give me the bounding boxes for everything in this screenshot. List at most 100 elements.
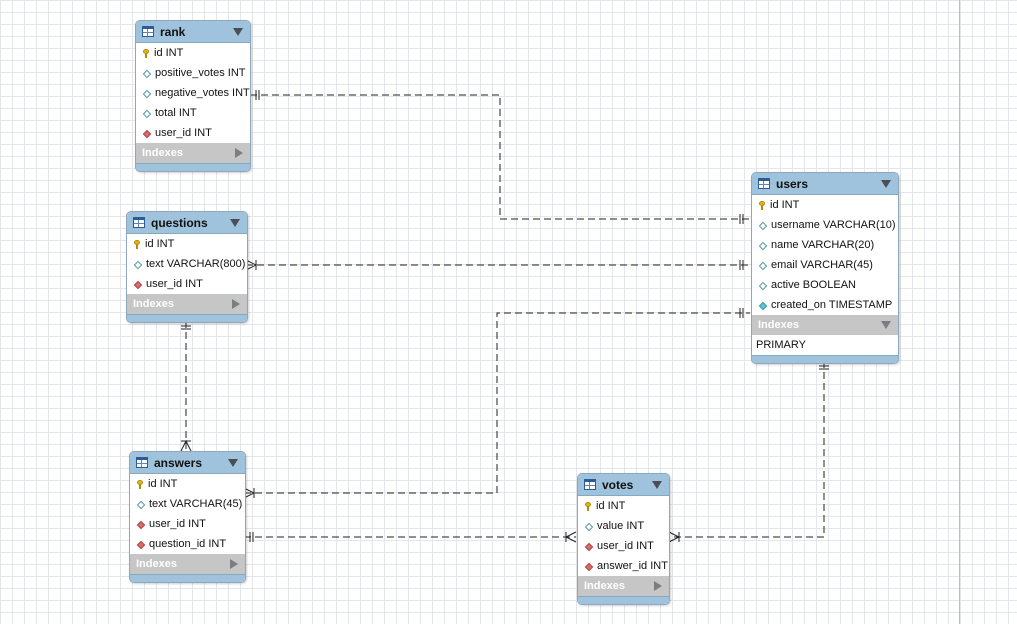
primary-key-icon (584, 502, 592, 511)
entity-footer (578, 596, 669, 604)
column-row[interactable]: id INT (136, 43, 250, 63)
column-label: user_id INT (155, 127, 212, 139)
column-row[interactable]: name VARCHAR(20) (752, 235, 898, 255)
column-label: name VARCHAR(20) (771, 239, 875, 251)
expand-icon[interactable] (230, 559, 238, 569)
entity-footer (127, 314, 247, 322)
foreign-key-icon (136, 520, 146, 529)
indexes-bar[interactable]: Indexes (127, 294, 247, 314)
column-row[interactable]: id INT (127, 234, 247, 254)
expand-icon[interactable] (235, 148, 243, 158)
column-row[interactable]: username VARCHAR(10) (752, 215, 898, 235)
column-row[interactable]: user_id INT (130, 514, 245, 534)
column-row[interactable]: negative_votes INT (136, 83, 250, 103)
column-row[interactable]: created_on TIMESTAMP (752, 295, 898, 315)
foreign-key-icon (584, 562, 594, 571)
column-row[interactable]: text VARCHAR(45) (130, 494, 245, 514)
entity-votes[interactable]: votes id INT value INT user_id INT answe… (577, 473, 670, 605)
crowfoot-answers-questions (180, 439, 192, 452)
table-icon (142, 26, 154, 37)
primary-key-icon (758, 201, 766, 210)
column-row[interactable]: user_id INT (578, 536, 669, 556)
column-label: value INT (597, 520, 645, 532)
column-label: id INT (148, 478, 178, 490)
entity-title: votes (602, 477, 634, 492)
column-row[interactable]: positive_votes INT (136, 63, 250, 83)
entity-header[interactable]: answers (130, 452, 245, 474)
collapse-icon[interactable] (230, 218, 240, 227)
indexes-label: Indexes (133, 298, 174, 310)
column-label: text VARCHAR(45) (149, 498, 243, 510)
column-row[interactable]: user_id INT (136, 123, 250, 143)
entity-answers[interactable]: answers id INT text VARCHAR(45) user_id … (129, 451, 246, 583)
column-row[interactable]: value INT (578, 516, 669, 536)
entity-header[interactable]: questions (127, 212, 247, 234)
column-row[interactable]: question_id INT (130, 534, 245, 554)
column-label: user_id INT (149, 518, 206, 530)
table-icon (133, 217, 145, 228)
column-label: question_id INT (149, 538, 227, 550)
column-diamond-icon (133, 260, 143, 269)
entity-header[interactable]: users (752, 173, 898, 195)
primary-key-icon (142, 49, 150, 58)
column-label: username VARCHAR(10) (771, 219, 896, 231)
column-row[interactable]: text VARCHAR(800) (127, 254, 247, 274)
expand-icon[interactable] (654, 581, 662, 591)
column-label: user_id INT (597, 540, 654, 552)
crowfoot-answers-users (243, 487, 256, 499)
column-label: total INT (155, 107, 197, 119)
index-row[interactable]: PRIMARY (752, 335, 898, 355)
column-diamond-icon (758, 281, 768, 290)
one-marker-users-answers (739, 308, 744, 318)
one-marker-users-questions (739, 260, 744, 270)
expand-icon[interactable] (232, 299, 240, 309)
column-row[interactable]: id INT (130, 474, 245, 494)
index-name: PRIMARY (756, 339, 806, 351)
entity-title: rank (160, 24, 186, 39)
one-marker-users-votes (819, 365, 829, 370)
entity-rank[interactable]: rank id INT positive_votes INT negative_… (135, 20, 251, 172)
indexes-bar[interactable]: Indexes (752, 315, 898, 335)
crowfoot-questions (245, 259, 258, 271)
column-label: email VARCHAR(45) (771, 259, 873, 271)
collapse-icon[interactable] (233, 27, 243, 36)
foreign-key-icon (584, 542, 594, 551)
column-row[interactable]: user_id INT (127, 274, 247, 294)
column-label: text VARCHAR(800) (146, 258, 246, 270)
entity-footer (136, 163, 250, 171)
one-marker-answers-votes (249, 532, 254, 542)
column-label: id INT (145, 238, 175, 250)
primary-key-icon (136, 480, 144, 489)
collapse-icon[interactable] (652, 480, 662, 489)
column-row[interactable]: answer_id INT (578, 556, 669, 576)
indexes-bar[interactable]: Indexes (578, 576, 669, 596)
entity-header[interactable]: votes (578, 474, 669, 496)
collapse-icon[interactable] (881, 321, 891, 329)
column-row[interactable]: id INT (752, 195, 898, 215)
entity-header[interactable]: rank (136, 21, 250, 43)
column-label: positive_votes INT (155, 67, 246, 79)
foreign-key-icon (136, 540, 146, 549)
column-label: active BOOLEAN (771, 279, 856, 291)
indexes-bar[interactable]: Indexes (130, 554, 245, 574)
one-marker-rank (255, 90, 260, 100)
entity-users[interactable]: users id INT username VARCHAR(10) name V… (751, 172, 899, 364)
table-icon (136, 457, 148, 468)
entity-questions[interactable]: questions id INT text VARCHAR(800) user_… (126, 211, 248, 323)
column-diamond-icon (758, 241, 768, 250)
column-diamond-icon (142, 89, 152, 98)
column-row[interactable]: id INT (578, 496, 669, 516)
table-icon (584, 479, 596, 490)
column-row[interactable]: email VARCHAR(45) (752, 255, 898, 275)
column-diamond-icon (584, 522, 594, 531)
column-row[interactable]: total INT (136, 103, 250, 123)
collapse-icon[interactable] (228, 458, 238, 467)
column-label: user_id INT (146, 278, 203, 290)
indexes-bar[interactable]: Indexes (136, 143, 250, 163)
collapse-icon[interactable] (881, 179, 891, 188)
column-row[interactable]: active BOOLEAN (752, 275, 898, 295)
indexes-label: Indexes (584, 580, 625, 592)
column-label: id INT (770, 199, 800, 211)
